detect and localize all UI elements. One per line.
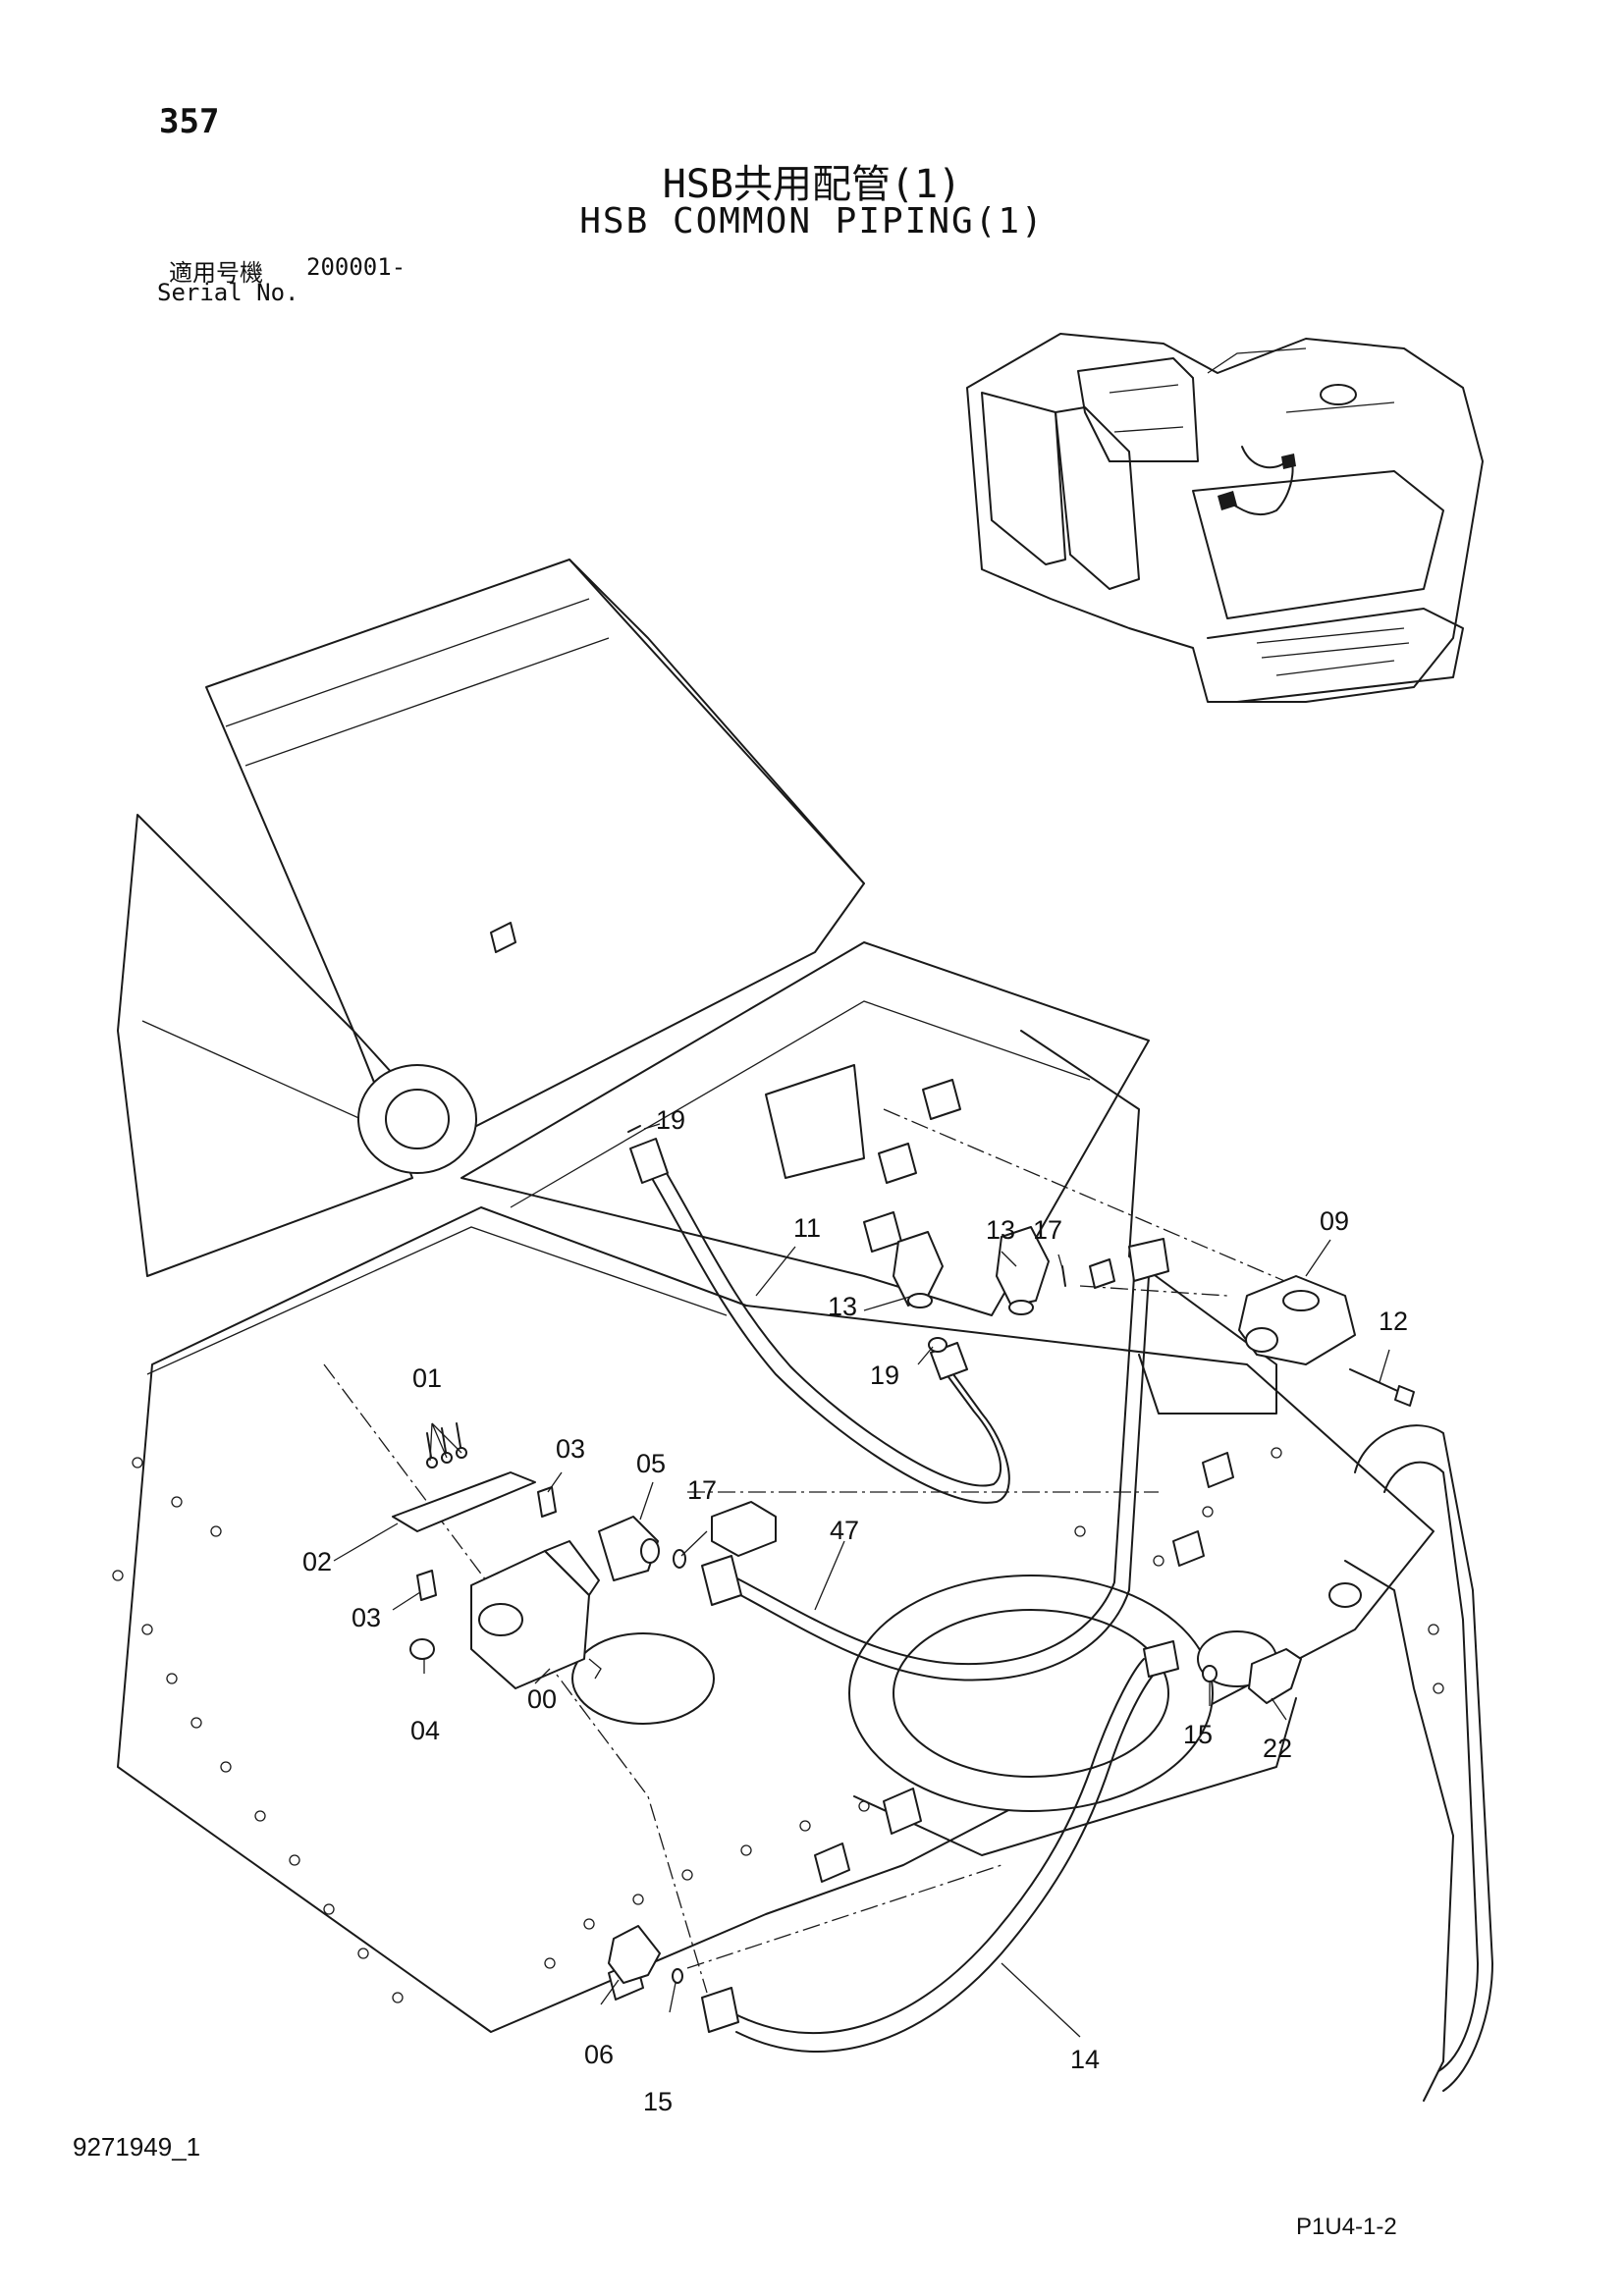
elbow-fitting-05: [598, 1516, 660, 1581]
page-code: P1U4-1-2: [1296, 2214, 1397, 2240]
callout-05: 05: [636, 1449, 666, 1478]
o-ring-17a: [1061, 1265, 1066, 1287]
elbow-fitting-22: [1248, 1648, 1302, 1704]
o-ring-15a: [1202, 1665, 1218, 1682]
screws-01: [426, 1422, 467, 1468]
hose-14: [701, 1640, 1179, 2053]
callout-03: 03: [352, 1603, 381, 1632]
callout-19: 19: [870, 1361, 899, 1390]
hose-47: [701, 1238, 1169, 1682]
callout-11: 11: [793, 1213, 821, 1243]
o-ring-17b: [673, 1549, 686, 1569]
excavator-overview-inset: [966, 333, 1484, 703]
hose-clamps: [490, 922, 1234, 2001]
callout-01: 01: [412, 1363, 442, 1393]
elbow-fitting-06: [608, 1925, 661, 1984]
drawing-number: 9271949_1: [73, 2132, 201, 2162]
upper-frame-outline: [117, 559, 1493, 2102]
page-number: 357: [159, 102, 220, 141]
serial-value: 200001-: [306, 253, 406, 281]
frame-bolt-holes: [112, 1447, 1444, 2003]
callout-labels: 19 11 13 17 09 13 12 19 01 03 05 17 47 0…: [302, 1105, 1408, 2116]
callout-12: 12: [1379, 1307, 1408, 1336]
page-title-en: HSB COMMON PIPING(1): [579, 201, 1045, 241]
callout-04: 04: [410, 1716, 440, 1745]
hose-11: [629, 1138, 1010, 1504]
callout-17: 17: [1033, 1215, 1062, 1245]
o-ring-15b: [672, 1968, 683, 1984]
callout-15: 15: [1183, 1720, 1213, 1749]
serial-label-jp: 適用号機: [169, 259, 263, 287]
callout-22: 22: [1263, 1734, 1292, 1763]
callout-02: 02: [302, 1547, 332, 1576]
bolt-12: [1349, 1368, 1415, 1407]
callout-13: 13: [986, 1215, 1015, 1245]
bolts-03: [416, 1486, 557, 1601]
serial-label-en: Serial No.: [157, 279, 299, 306]
nut-04: [409, 1638, 435, 1660]
leader-lines: [333, 1123, 1390, 2038]
page-title-jp: HSB共用配管(1): [662, 162, 962, 207]
block-clamp: [711, 1501, 777, 1557]
bracket-02: [392, 1471, 536, 1532]
callout-17: 17: [687, 1475, 717, 1505]
callout-09: 09: [1320, 1206, 1349, 1236]
callout-19: 19: [656, 1105, 685, 1135]
solenoid-valve-00: [470, 1540, 602, 1689]
elbow-fitting-13: [893, 1226, 1050, 1315]
callout-03: 03: [556, 1434, 585, 1464]
callout-14: 14: [1070, 2045, 1100, 2074]
callout-47: 47: [830, 1516, 859, 1545]
callout-06: 06: [584, 2040, 614, 2069]
tee-block-09: [1238, 1275, 1356, 1365]
callout-15: 15: [643, 2087, 673, 2116]
callout-00: 00: [527, 1684, 557, 1714]
callout-13: 13: [828, 1292, 857, 1321]
o-ring-19: [627, 1125, 947, 1353]
